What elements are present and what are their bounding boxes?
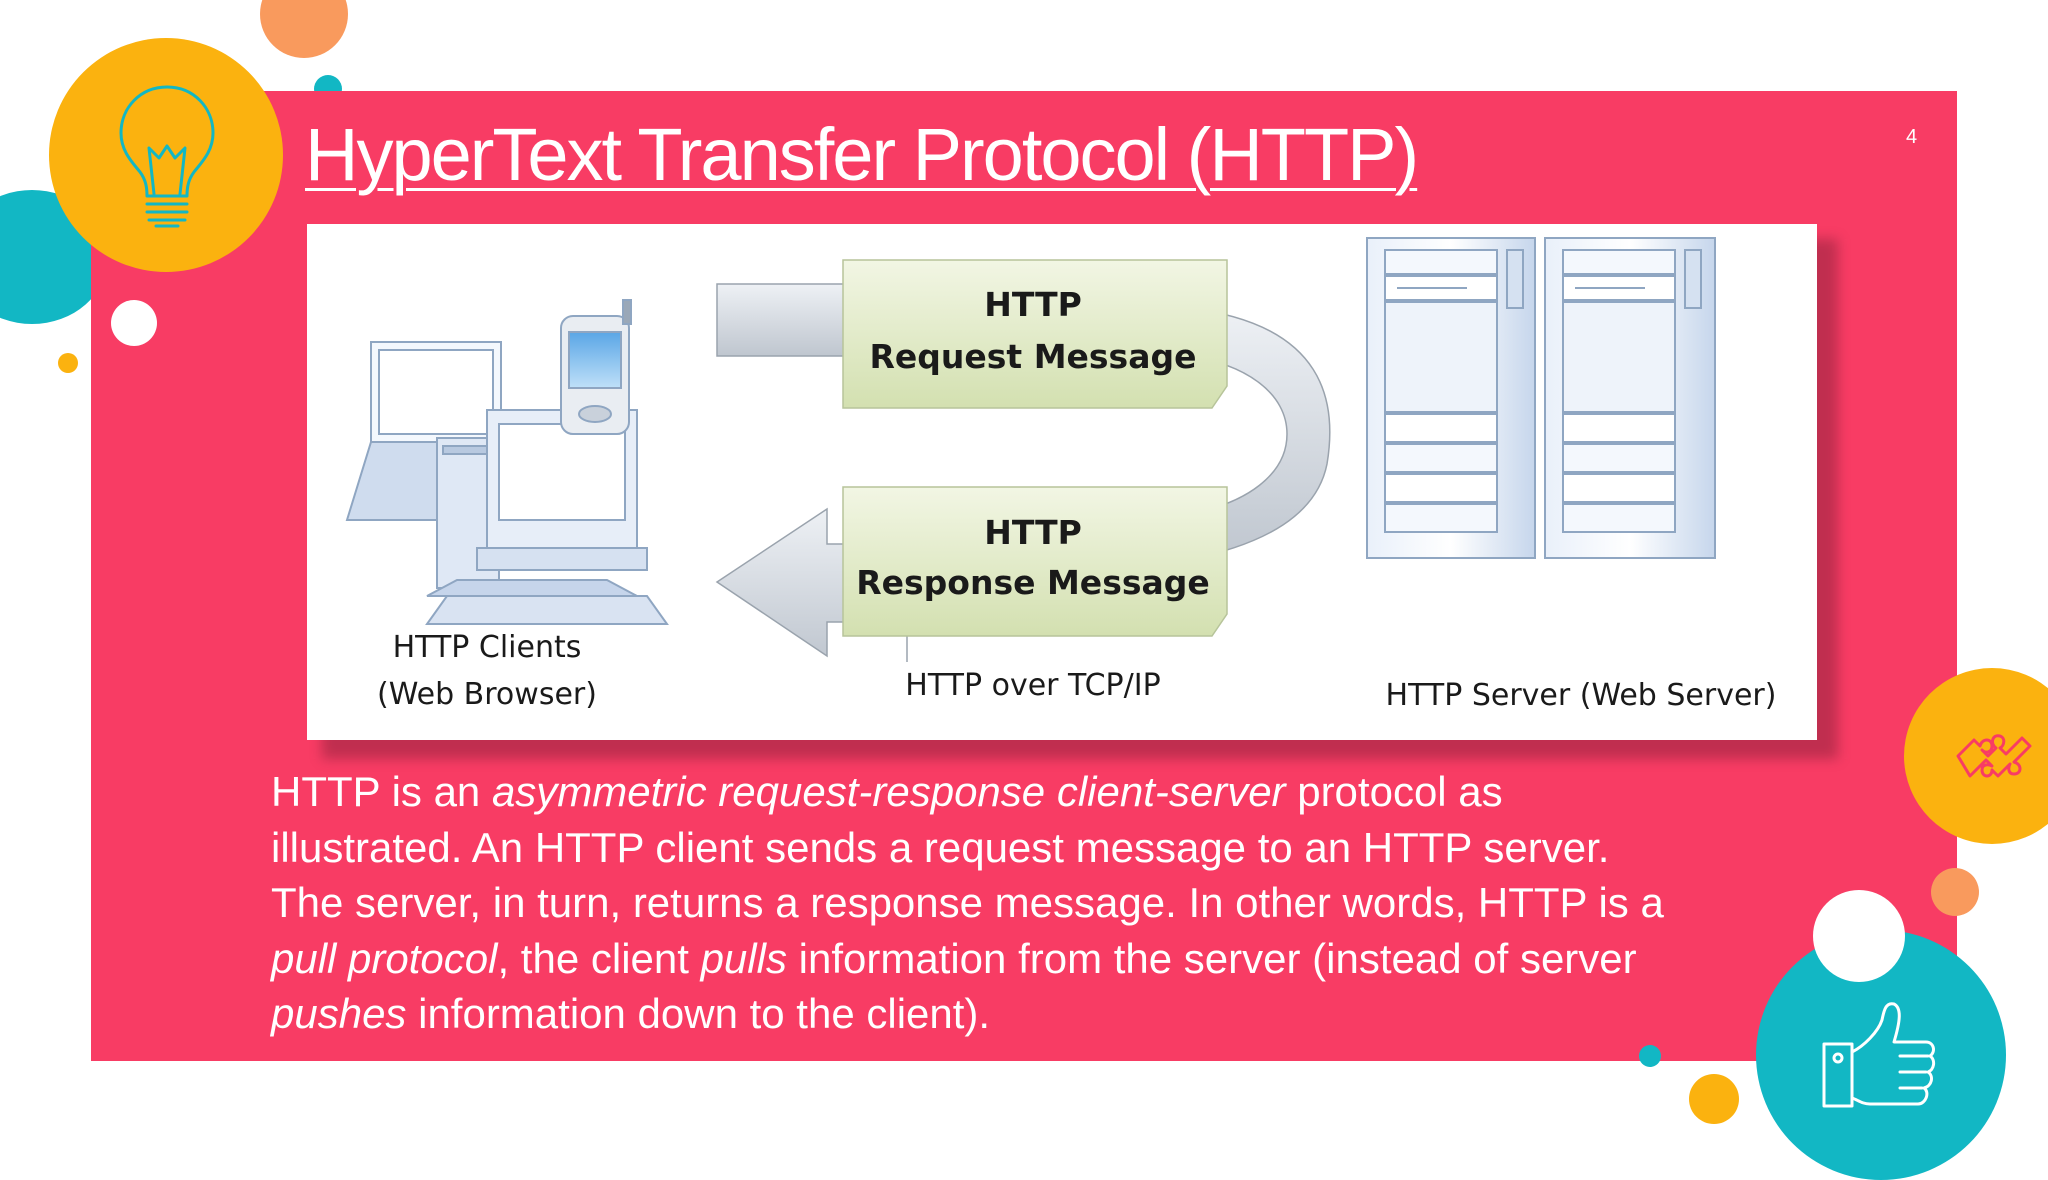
request-box-line2: Request Message [870, 337, 1197, 376]
request-box-line1: HTTP [984, 285, 1082, 324]
decor-circle-yellow-tiny [58, 353, 78, 373]
body-text-segment: protocol as illustrated. An HTTP client … [271, 768, 1664, 926]
body-italic-segment: asymmetric request-response client-serve… [491, 768, 1286, 815]
request-message-box: HTTP Request Message [842, 259, 1228, 409]
transport-label: HTTP over TCP/IP [905, 668, 1160, 703]
http-diagram: HTTP Request Message HTTP Response Messa… [307, 224, 1817, 740]
puzzle-icon [1956, 734, 2032, 778]
decor-circle-white-left [111, 300, 157, 346]
server-illustration [1366, 237, 1716, 559]
body-paragraph: HTTP is an asymmetric request-response c… [271, 764, 1691, 1042]
clients-label-line1: HTTP Clients [393, 630, 582, 665]
decor-circle-orange-right [1931, 868, 1979, 916]
body-italic-segment: pull protocol [271, 934, 498, 982]
body-italic-segment: pulls [700, 934, 787, 982]
decor-circle-teal-tiny [1639, 1045, 1661, 1067]
body-text-segment: information from the server (instead of … [786, 934, 1637, 982]
clients-label-line2: (Web Browser) [377, 677, 597, 712]
response-message-box: HTTP Response Message [842, 486, 1228, 637]
clients-illustration [345, 299, 669, 625]
body-text-segment: information down to the client). [406, 990, 991, 1037]
server-label: HTTP Server (Web Server) [1386, 678, 1777, 713]
decor-circle-white-right [1813, 890, 1905, 982]
lightbulb-icon [119, 85, 215, 228]
decor-circle-yellow-right [1904, 668, 2048, 844]
slide-title: HyperText Transfer Protocol (HTTP) [305, 113, 1419, 196]
body-italic-segment: pushes [271, 990, 407, 1037]
thumbs-up-icon [1822, 1002, 1936, 1108]
response-box-line2: Response Message [856, 563, 1210, 602]
body-text-segment: HTTP is an [271, 768, 492, 815]
decor-circle-yellow-bottom [1689, 1074, 1739, 1124]
body-text-segment: , the client [497, 934, 701, 982]
decor-circle-orange-top [260, 0, 348, 58]
decor-circle-yellow-left [49, 38, 283, 272]
slide-number: 4 [1906, 126, 1918, 148]
response-box-line1: HTTP [984, 513, 1082, 552]
